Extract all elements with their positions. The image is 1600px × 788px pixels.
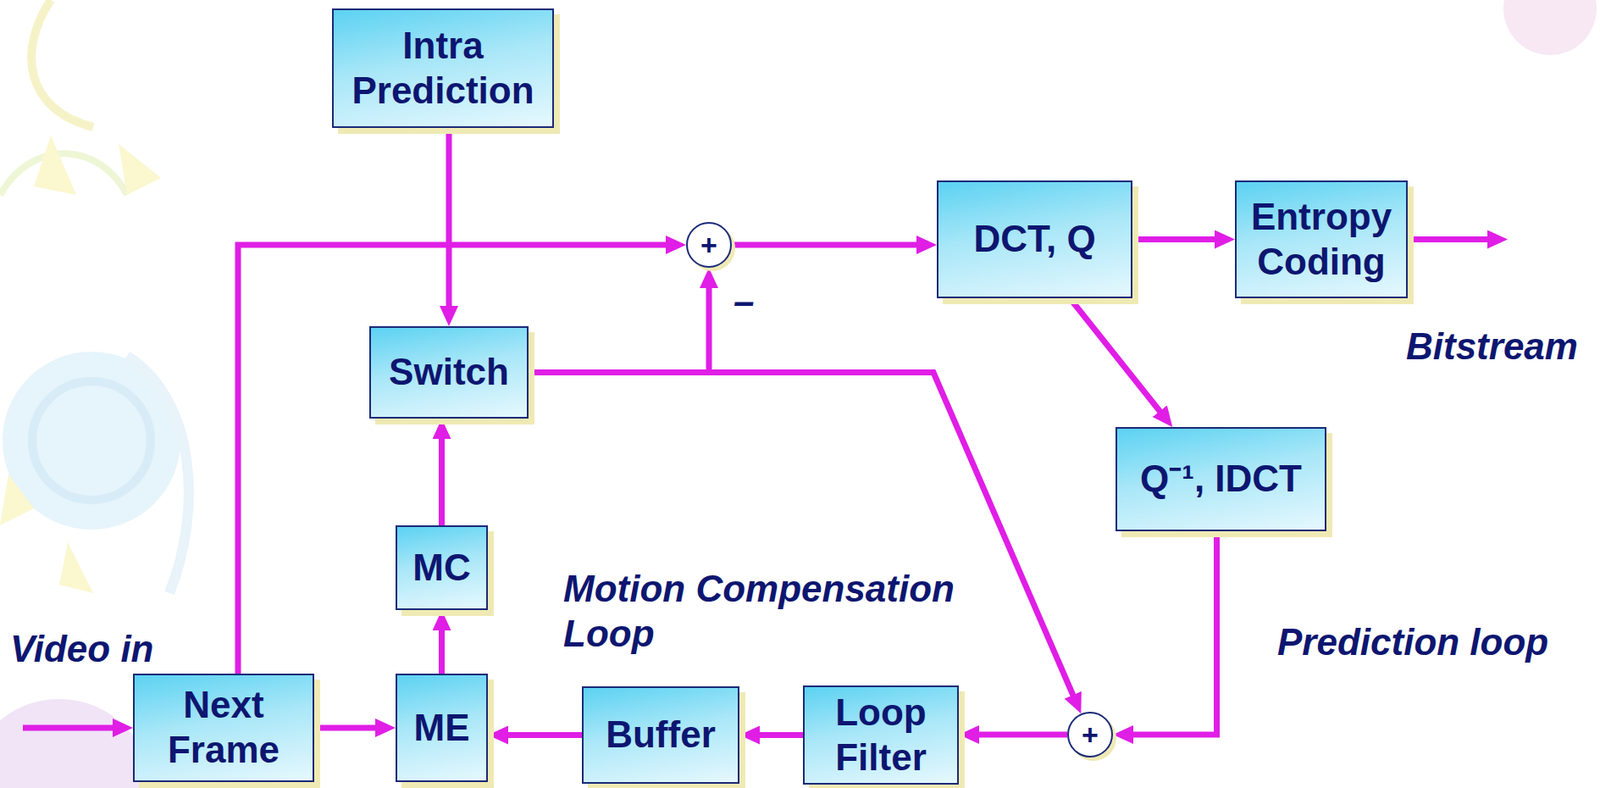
process-box: Intra Prediction [332,8,554,128]
flow-arrow [314,725,383,731]
flow-arrow [1069,298,1164,416]
node-text: Q⁻¹, IDCT [1140,456,1302,502]
node-text: Loop Filter [813,690,949,781]
decor-triangle [118,143,161,195]
process-box: ME [395,673,488,782]
flow-arrow [972,731,1068,738]
decor-blob [1503,0,1597,56]
flow-arrow [1126,531,1218,735]
node-text: Switch [388,349,510,395]
process-box: DCT, Q [936,180,1133,299]
decor-swirl [31,0,94,128]
process-box: MC [395,525,488,610]
node-text: Buffer [605,712,716,758]
loop-label: Motion Compensation Loop [563,566,970,657]
decor-blob [0,698,153,788]
sign-label: – [733,279,754,325]
node-text: Next Frame [160,682,288,773]
process-box: Q⁻¹, IDCT [1115,426,1327,532]
decor-swirl [127,355,189,593]
process-box: Buffer [581,686,740,784]
loop-label: Prediction loop [1277,620,1549,665]
output-arrow [1407,236,1495,243]
node-text: MC [412,545,471,591]
process-box: Switch [369,326,529,419]
flow-arrow [501,731,582,738]
sum-junction: + [686,221,732,268]
decor-triangle [59,542,94,593]
node-text: ME [414,705,471,751]
input-label: Video in [10,626,155,672]
flow-arrow [528,281,709,373]
flow-arrow [238,244,673,674]
node-text: Intra Prediction [345,23,541,114]
flow-arrow [438,623,445,674]
decor-swirl [32,381,151,500]
decor-triangle [0,474,34,526]
node-text: DCT, Q [973,216,1096,262]
process-box: Loop Filter [802,685,959,786]
decor-triangle [33,135,77,195]
flow-arrow [752,731,803,738]
flow-arrow [528,372,1076,702]
flow-arrow [438,431,445,526]
process-box: Next Frame [132,673,315,782]
node-text: Entropy Coding [1245,194,1398,285]
flow-arrow [446,127,453,313]
output-label: Bitstream [1406,324,1578,370]
input-arrow [22,725,120,731]
node-text: + [1081,719,1099,749]
flow-arrow [1132,236,1222,243]
flow-arrow [731,242,924,249]
sum-junction: + [1067,711,1113,758]
process-box: Entropy Coding [1234,180,1408,299]
node-text: + [700,230,718,260]
